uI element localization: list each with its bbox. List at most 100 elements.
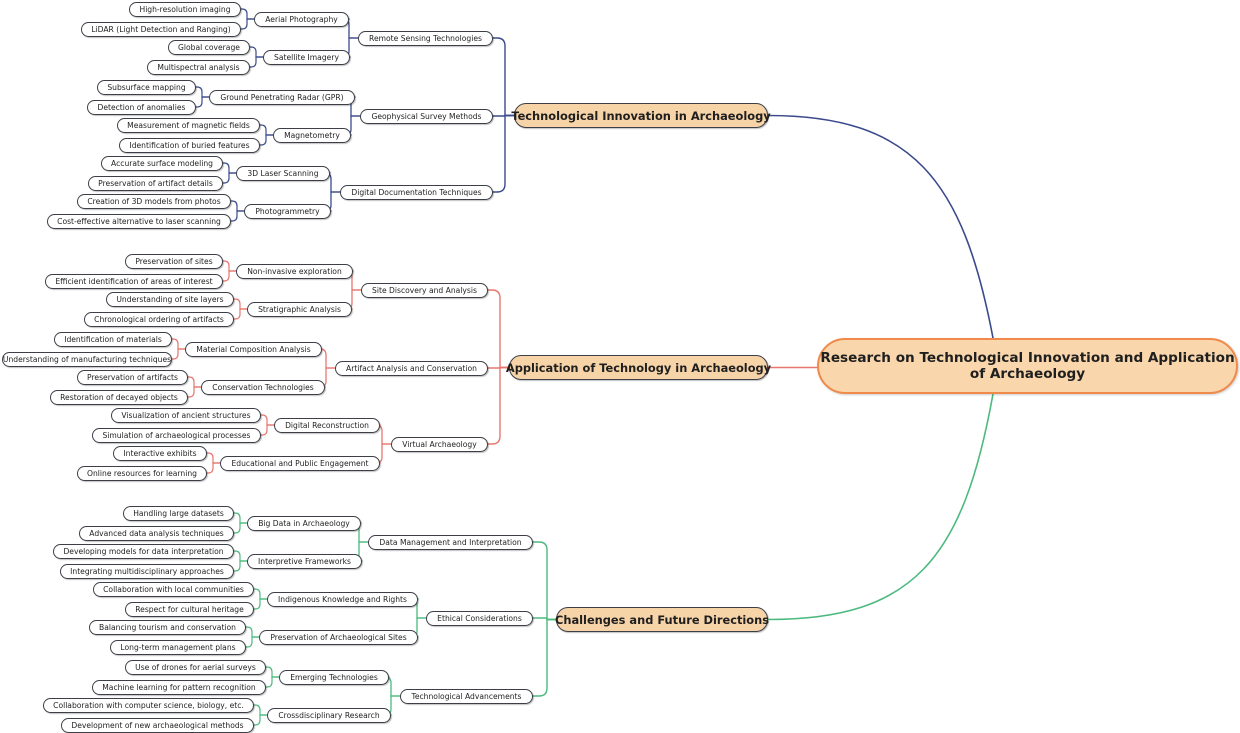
main-topic-technological-innovation-in-archaeology[interactable]: Technological Innovation in Archaeology [511, 103, 771, 128]
link-to-visualization-of-ancient-structures [260, 414, 275, 426]
subtopic-emerging-technologies[interactable]: Emerging Technologies [279, 669, 389, 685]
main-topic-challenges-and-future-directions[interactable]: Challenges and Future Directions [555, 607, 769, 632]
subtopic-preservation-of-archaeological-sites[interactable]: Preservation of Archaeological Sites [259, 629, 418, 645]
topic-artifact-analysis-and-conservation[interactable]: Artifact Analysis and Conservation [335, 360, 488, 376]
leaf-chronological-ordering-of-artifacts[interactable]: Chronological ordering of artifacts [84, 311, 234, 327]
subtopic-aerial-photography[interactable]: Aerial Photography [254, 11, 349, 27]
link-to-global-coverage [249, 46, 264, 58]
link-to-efficient-identification-of-areas-of-interest [222, 270, 237, 282]
leaf-identification-of-materials[interactable]: Identification of materials [54, 331, 172, 347]
leaf-detection-of-anomalies[interactable]: Detection of anomalies [87, 99, 196, 115]
link-to-understanding-of-site-layers [233, 298, 248, 310]
link-to-use-of-drones-for-aerial-surveys [265, 666, 280, 678]
topic-site-discovery-and-analysis[interactable]: Site Discovery and Analysis [361, 282, 488, 298]
topic-geophysical-survey-methods[interactable]: Geophysical Survey Methods [360, 108, 493, 124]
leaf-integrating-multidisciplinary-approaches[interactable]: Integrating multidisciplinary approaches [60, 563, 234, 579]
leaf-measurement-of-magnetic-fields[interactable]: Measurement of magnetic fields [117, 117, 260, 133]
link-to-data-management-and-interpretation [532, 541, 557, 621]
subtopic-conservation-technologies[interactable]: Conservation Technologies [201, 379, 325, 395]
subtopic-stratigraphic-analysis[interactable]: Stratigraphic Analysis [247, 301, 352, 317]
leaf-handling-large-datasets[interactable]: Handling large datasets [123, 505, 234, 521]
leaf-cost-effective-alternative-to-laser-scanning[interactable]: Cost-effective alternative to laser scan… [47, 213, 231, 229]
subtopic-indigenous-knowledge-and-rights[interactable]: Indigenous Knowledge and Rights [267, 591, 418, 607]
leaf-restoration-of-decayed-objects[interactable]: Restoration of decayed objects [50, 389, 188, 405]
link-to-technological-advancements [532, 618, 557, 697]
subtopic-big-data-in-archaeology[interactable]: Big Data in Archaeology [247, 515, 361, 531]
link-to-advanced-data-analysis-techniques [233, 522, 248, 534]
topic-digital-documentation-techniques[interactable]: Digital Documentation Techniques [340, 184, 493, 200]
leaf-long-term-management-plans[interactable]: Long-term management plans [110, 639, 246, 655]
leaf-subsurface-mapping[interactable]: Subsurface mapping [97, 79, 196, 95]
leaf-machine-learning-for-pattern-recognition[interactable]: Machine learning for pattern recognition [92, 679, 266, 695]
subtopic-non-invasive-exploration[interactable]: Non-invasive exploration [236, 263, 353, 279]
link-to-chronological-ordering-of-artifacts [233, 308, 248, 320]
leaf-accurate-surface-modeling[interactable]: Accurate surface modeling [101, 155, 223, 171]
link-to-digital-documentation-techniques [492, 114, 515, 193]
leaf-visualization-of-ancient-structures[interactable]: Visualization of ancient structures [111, 407, 261, 423]
leaf-understanding-of-site-layers[interactable]: Understanding of site layers [106, 291, 234, 307]
leaf-developing-models-for-data-interpretation[interactable]: Developing models for data interpretatio… [53, 543, 234, 559]
link-to-machine-learning-for-pattern-recognition [265, 676, 280, 688]
link-to-measurement-of-magnetic-fields [259, 124, 274, 136]
link-to-subsurface-mapping [195, 86, 210, 98]
leaf-global-coverage[interactable]: Global coverage [168, 39, 250, 55]
subtopic-3d-laser-scanning[interactable]: 3D Laser Scanning [236, 165, 330, 181]
leaf-online-resources-for-learning[interactable]: Online resources for learning [77, 465, 207, 481]
link-to-online-resources-for-learning [206, 462, 221, 474]
link-to-long-term-management-plans [245, 636, 260, 648]
link-to-balancing-tourism-and-conservation [245, 626, 260, 638]
leaf-preservation-of-artifacts[interactable]: Preservation of artifacts [77, 369, 188, 385]
leaf-use-of-drones-for-aerial-surveys[interactable]: Use of drones for aerial surveys [125, 659, 266, 675]
subtopic-photogrammetry[interactable]: Photogrammetry [244, 203, 331, 219]
link-to-preservation-of-artifacts [187, 376, 202, 388]
leaf-simulation-of-archaeological-processes[interactable]: Simulation of archaeological processes [92, 427, 261, 443]
topic-data-management-and-interpretation[interactable]: Data Management and Interpretation [368, 534, 533, 550]
subtopic-satellite-imagery[interactable]: Satellite Imagery [263, 49, 350, 65]
leaf-development-of-new-archaeological-methods[interactable]: Development of new archaeological method… [61, 717, 254, 733]
subtopic-crossdisciplinary-research[interactable]: Crossdisciplinary Research [267, 707, 391, 723]
link-to-material-composition-analysis [319, 348, 336, 369]
leaf-preservation-of-sites[interactable]: Preservation of sites [125, 253, 223, 269]
leaf-collaboration-with-computer-science-biology-etc[interactable]: Collaboration with computer science, bio… [43, 697, 254, 713]
link-root-to-technological-innovation-in-archaeology [767, 114, 994, 339]
link-to-site-discovery-and-analysis [487, 289, 510, 369]
subtopic-interpretive-frameworks[interactable]: Interpretive Frameworks [247, 553, 362, 569]
link-to-creation-of-3d-models-from-photos [230, 200, 245, 212]
main-topic-application-of-technology-in-archaeology[interactable]: Application of Technology in Archaeology [506, 355, 771, 380]
link-to-identification-of-buried-features [259, 134, 274, 146]
leaf-advanced-data-analysis-techniques[interactable]: Advanced data analysis techniques [79, 525, 234, 541]
subtopic-ground-penetrating-radar-gpr[interactable]: Ground Penetrating Radar (GPR) [209, 89, 355, 105]
topic-remote-sensing-technologies[interactable]: Remote Sensing Technologies [358, 30, 493, 46]
leaf-balancing-tourism-and-conservation[interactable]: Balancing tourism and conservation [89, 619, 246, 635]
leaf-identification-of-buried-features[interactable]: Identification of buried features [119, 137, 260, 153]
central-topic[interactable]: Research on Technological Innovation and… [817, 338, 1238, 394]
leaf-multispectral-analysis[interactable]: Multispectral analysis [147, 59, 250, 75]
link-root-to-challenges-and-future-directions [767, 393, 994, 621]
leaf-understanding-of-manufacturing-techniques[interactable]: Understanding of manufacturing technique… [2, 351, 172, 367]
link-to-remote-sensing-technologies [492, 37, 515, 117]
subtopic-educational-and-public-engagement[interactable]: Educational and Public Engagement [220, 455, 380, 471]
subtopic-magnetometry[interactable]: Magnetometry [273, 127, 351, 143]
link-to-preservation-of-sites [222, 260, 237, 272]
subtopic-material-composition-analysis[interactable]: Material Composition Analysis [185, 341, 322, 357]
leaf-interactive-exhibits[interactable]: Interactive exhibits [113, 445, 207, 461]
link-to-preservation-of-artifact-details [222, 172, 237, 184]
link-to-virtual-archaeology [487, 366, 510, 445]
leaf-high-resolution-imaging[interactable]: High-resolution imaging [129, 1, 241, 17]
link-to-restoration-of-decayed-objects [187, 386, 202, 398]
topic-ethical-considerations[interactable]: Ethical Considerations [426, 610, 533, 626]
link-to-identification-of-materials [171, 338, 186, 350]
leaf-collaboration-with-local-communities[interactable]: Collaboration with local communities [93, 581, 254, 597]
link-to-collaboration-with-local-communities [253, 588, 268, 600]
leaf-lidar-light-detection-and-ranging[interactable]: LiDAR (Light Detection and Ranging) [81, 21, 241, 37]
topic-technological-advancements[interactable]: Technological Advancements [400, 688, 533, 704]
leaf-creation-of-3d-models-from-photos[interactable]: Creation of 3D models from photos [77, 193, 231, 209]
link-to-simulation-of-archaeological-processes [260, 424, 275, 436]
leaf-efficient-identification-of-areas-of-interest[interactable]: Efficient identification of areas of int… [45, 273, 223, 289]
leaf-preservation-of-artifact-details[interactable]: Preservation of artifact details [88, 175, 223, 191]
subtopic-digital-reconstruction[interactable]: Digital Reconstruction [274, 417, 380, 433]
link-to-multispectral-analysis [249, 56, 264, 68]
link-to-collaboration-with-computer-science-biology-etc [253, 704, 268, 716]
topic-virtual-archaeology[interactable]: Virtual Archaeology [391, 436, 488, 452]
leaf-respect-for-cultural-heritage[interactable]: Respect for cultural heritage [125, 601, 254, 617]
